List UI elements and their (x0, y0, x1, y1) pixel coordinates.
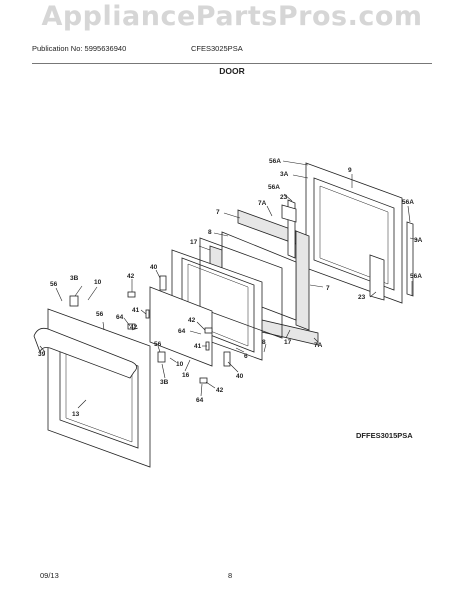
callout: 42 (188, 317, 196, 324)
callout: 8 (208, 229, 212, 236)
watermark: AppliancePartsPros.com (41, 1, 423, 32)
callout: 10 (94, 279, 102, 286)
callout: 56 (96, 311, 104, 318)
callout: 40 (236, 373, 244, 380)
callout: 7 (216, 209, 220, 216)
callout: 40 (150, 264, 158, 271)
callout: 16 (182, 372, 190, 379)
callout: 56A (269, 158, 281, 165)
insulation-strip-right (295, 230, 310, 331)
callout: 17 (190, 239, 198, 246)
bracket-40 (159, 275, 167, 291)
callout: 17 (284, 339, 292, 346)
callout-labels: 56A 3A 9 56A 23 7A 56A 7 8 3A 17 40 7 56… (38, 158, 423, 418)
callout: 13 (72, 411, 80, 418)
callout: 64 (196, 397, 204, 404)
inner-door-panel (305, 162, 403, 304)
side-bracket-right (406, 221, 414, 297)
callout: 56A (268, 184, 280, 191)
spacer-41-a (145, 309, 150, 319)
clip-42-d (199, 377, 208, 384)
clip-42-b (127, 323, 136, 330)
callout: 42 (130, 324, 138, 331)
callout: 42 (216, 387, 224, 394)
callout: 42 (127, 273, 135, 280)
callout: 9 (348, 167, 352, 174)
callout: 41 (194, 343, 202, 350)
page-number: 8 (228, 571, 233, 580)
callout: 41 (132, 307, 140, 314)
callout: 64 (116, 314, 124, 321)
callout: 7A (314, 342, 323, 349)
clip-42-c (204, 327, 213, 334)
callout: 6 (244, 353, 248, 360)
diagram-code: DFFES3015PSA (356, 431, 413, 440)
hinge-bracket-3b-bottom (157, 351, 166, 363)
publication-number: Publication No: 5995636940 (32, 44, 127, 53)
callout: 56A (410, 273, 422, 280)
callout: 7A (258, 200, 267, 207)
hinge-bracket-3b-top (69, 295, 79, 307)
glass-panel-front (199, 237, 283, 339)
outer-door-panel (47, 308, 151, 468)
callout: 10 (176, 361, 184, 368)
hinge-lower (369, 254, 385, 301)
callout: 39 (38, 351, 46, 358)
callout: 23 (280, 194, 288, 201)
callout: 56 (154, 341, 162, 348)
hinge-upper (281, 204, 297, 223)
callout: 56 (50, 281, 58, 288)
callout: 23 (358, 294, 366, 301)
model-number: CFES3025PSA (191, 44, 243, 53)
callout: 3B (160, 379, 169, 386)
header-rule (32, 63, 432, 64)
callout: 56A (402, 199, 414, 206)
callout: 7 (326, 285, 330, 292)
callout: 8 (262, 339, 266, 346)
section-title: DOOR (219, 66, 245, 76)
callout: 3B (70, 275, 79, 282)
door-handle (33, 327, 137, 379)
footer-date: 09/13 (40, 571, 59, 580)
callout: 3A (280, 171, 289, 178)
bracket-40-lower (223, 351, 231, 367)
clip-42-a (127, 291, 136, 298)
callout: 64 (178, 328, 186, 335)
inner-glass (149, 286, 213, 367)
callout: 3A (414, 237, 423, 244)
inner-door-panel-window (313, 177, 395, 291)
